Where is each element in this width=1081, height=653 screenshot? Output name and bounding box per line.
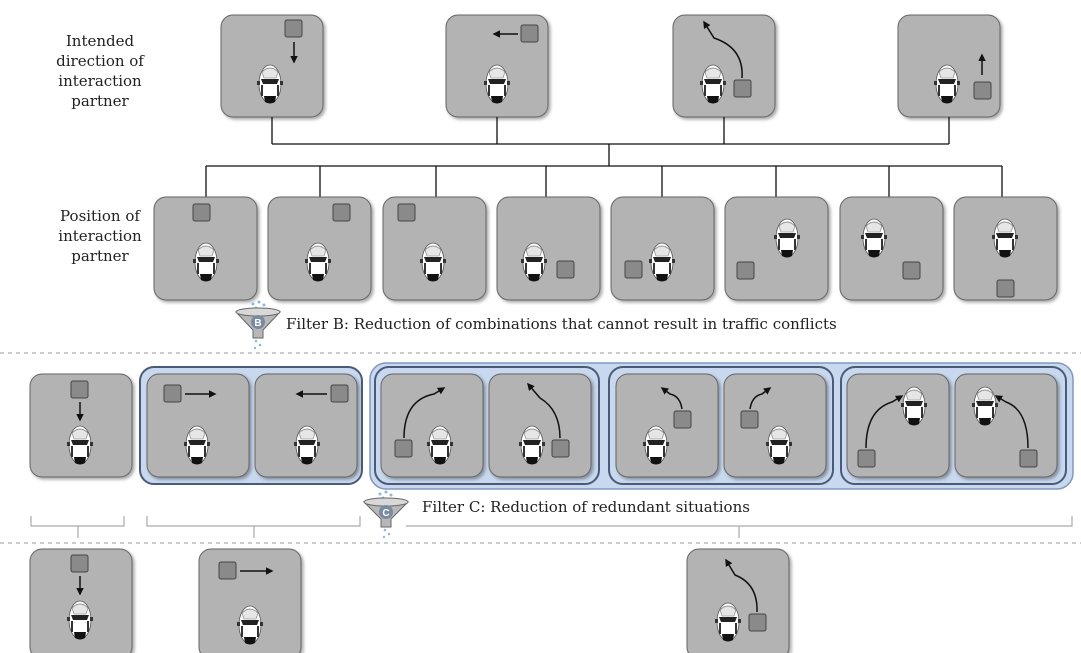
result-tile-straight (29, 548, 133, 653)
group-turning (369, 362, 1074, 490)
filter-funnel-icon: C (362, 490, 410, 539)
position-label-line: Position of (60, 207, 140, 225)
position-tile-rear (953, 196, 1058, 301)
filter-b-letter: B (254, 318, 261, 329)
direction-label-line: direction of (56, 52, 144, 70)
position-tile-beside-left (610, 196, 715, 301)
result-tile-turning (686, 548, 790, 653)
grouping-brace (30, 516, 1073, 538)
direction-label-line: interaction (58, 72, 142, 90)
direction-row-label: Intended direction of interaction partne… (30, 31, 170, 111)
direction-label-line: Intended (65, 32, 135, 50)
position-tile-rear-right (839, 196, 944, 301)
position-tile-front-far-left (382, 196, 487, 301)
position-tile-rear-left (724, 196, 829, 301)
tree-connector (205, 117, 1003, 197)
direction-label-line: partner (71, 92, 129, 110)
direction-tile-up (897, 14, 1001, 118)
situation-tile-straight (29, 373, 133, 478)
position-row-label: Position of interaction partner (30, 206, 170, 266)
filter-c-text: Filter C: Reduction of redundant situati… (422, 498, 750, 516)
position-label-line: partner (71, 247, 129, 265)
position-tile-beside-right (496, 196, 601, 301)
filter-funnel-icon: B (234, 300, 282, 350)
direction-tile-straight (220, 14, 324, 118)
filter-b-text: Filter B: Reduction of combinations that… (286, 315, 837, 333)
result-tile-crossing (198, 548, 302, 653)
direction-tile-left (445, 14, 549, 118)
position-tile-front-right (267, 196, 372, 301)
filter-c-letter: C (382, 508, 389, 519)
position-label-line: interaction (58, 227, 142, 245)
position-tile-front-left (153, 196, 258, 301)
direction-tile-turn-left (672, 14, 776, 118)
group-crossing (139, 366, 363, 485)
